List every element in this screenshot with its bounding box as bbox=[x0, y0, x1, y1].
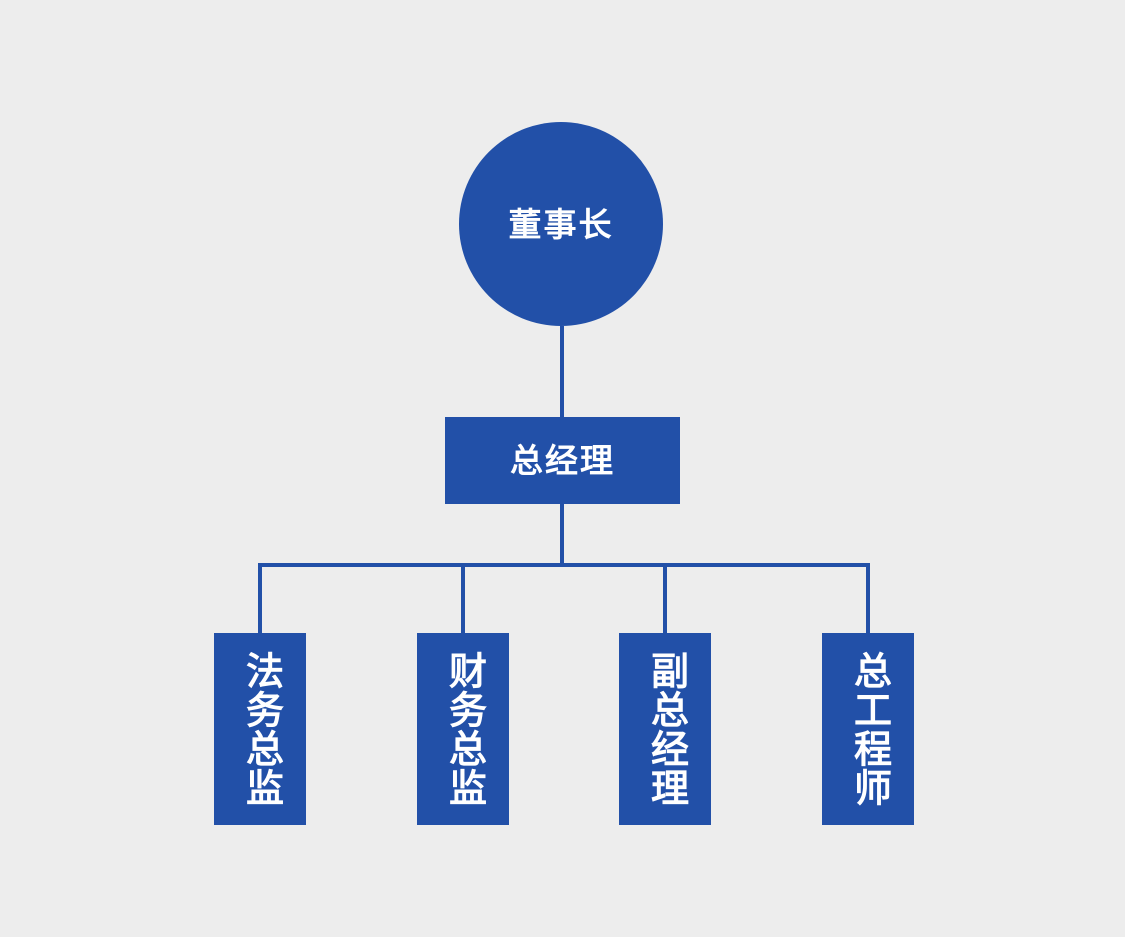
node-finance-director[interactable]: 财务总监 bbox=[417, 633, 509, 825]
connector-drop-finance-director bbox=[461, 563, 465, 635]
node-chairman[interactable]: 董事长 bbox=[459, 122, 663, 326]
node-general-manager[interactable]: 总经理 bbox=[445, 417, 680, 504]
node-deputy-general-manager-label: 副总经理 bbox=[644, 651, 687, 807]
node-deputy-general-manager[interactable]: 副总经理 bbox=[619, 633, 711, 825]
connector-chairman-to-general-manager bbox=[560, 326, 564, 419]
connector-drop-legal-director bbox=[258, 563, 262, 635]
node-chief-engineer[interactable]: 总工程师 bbox=[822, 633, 914, 825]
node-general-manager-label: 总经理 bbox=[510, 442, 615, 479]
node-chief-engineer-label: 总工程师 bbox=[847, 651, 890, 807]
connector-general-manager-stem bbox=[560, 504, 564, 565]
node-legal-director-label: 法务总监 bbox=[239, 651, 282, 807]
connector-drop-deputy-general-manager bbox=[663, 563, 667, 635]
node-finance-director-label: 财务总监 bbox=[442, 651, 485, 807]
node-chairman-label: 董事长 bbox=[508, 205, 614, 243]
connector-horizontal-bus bbox=[259, 563, 870, 567]
connector-drop-chief-engineer bbox=[866, 563, 870, 635]
node-legal-director[interactable]: 法务总监 bbox=[214, 633, 306, 825]
